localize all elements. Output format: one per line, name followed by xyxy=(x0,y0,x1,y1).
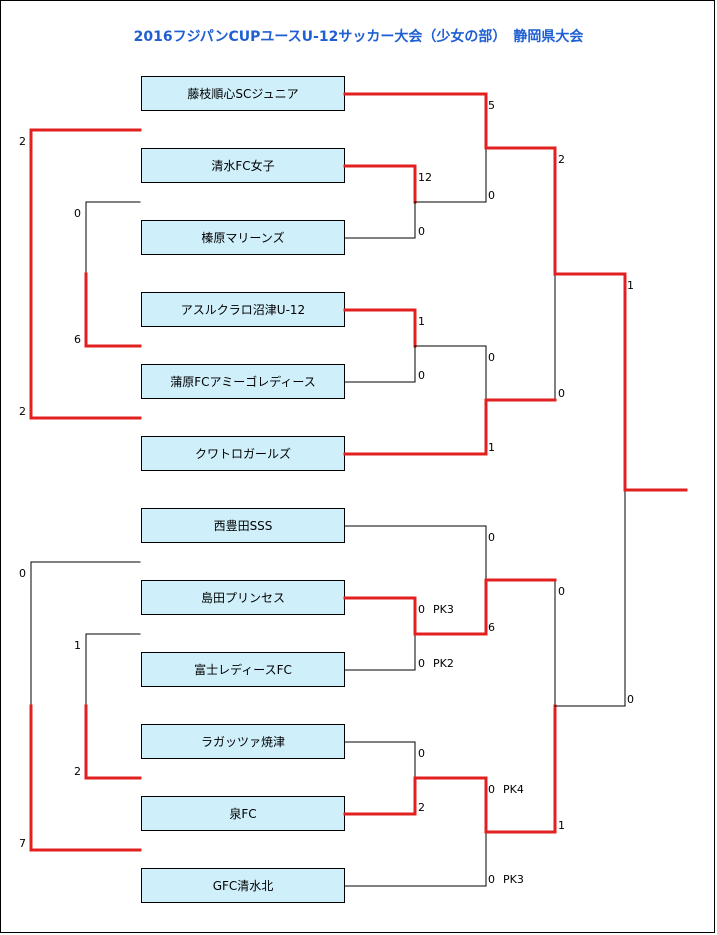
team-box: 藤枝順心SCジュニア xyxy=(141,76,345,111)
score-label: 0 xyxy=(418,747,425,760)
bracket-line-winner xyxy=(343,92,488,150)
team-box: 富士レディースFC xyxy=(141,652,345,687)
score-label: 0 xyxy=(488,873,495,886)
score-label: 0 xyxy=(488,783,495,796)
bracket-line xyxy=(485,273,556,401)
bracket-line xyxy=(344,633,416,671)
team-box: クワトロガールズ xyxy=(141,436,345,471)
team-box: 西豊田SSS xyxy=(141,508,345,543)
score-label: 0 xyxy=(74,207,81,220)
bracket-line xyxy=(554,489,626,707)
team-box: 蒲原FCアミーゴレディース xyxy=(141,364,345,399)
bracket-line xyxy=(485,579,556,707)
bracket-line-winner xyxy=(413,578,488,636)
bracket-line xyxy=(414,147,487,203)
pk-label: PK3 xyxy=(503,873,524,886)
bracket-line xyxy=(344,741,416,779)
bracket-line-winner xyxy=(343,776,417,816)
bracket-line-winner xyxy=(29,704,142,852)
team-box: 島田プリンセス xyxy=(141,580,345,615)
score-label: 0 xyxy=(558,387,565,400)
score-label: 2 xyxy=(418,801,425,814)
score-label: 0 xyxy=(627,693,634,706)
team-box: 榛原マリーンズ xyxy=(141,220,345,255)
score-label: 6 xyxy=(488,621,495,634)
bracket-line-winner xyxy=(484,704,557,834)
bracket-line-winner xyxy=(343,164,417,204)
score-label: 0 xyxy=(418,657,425,670)
bracket-line xyxy=(30,561,141,707)
bracket-line-winner xyxy=(553,272,627,492)
bracket-line-winner xyxy=(84,704,142,780)
score-label: 0 xyxy=(418,225,425,238)
pk-label: PK3 xyxy=(433,603,454,616)
score-label: 1 xyxy=(558,819,565,832)
bracket-line-winner xyxy=(413,776,488,834)
score-label: 1 xyxy=(627,279,634,292)
bracket-line-winner xyxy=(484,146,557,276)
bracket-line-winner xyxy=(29,128,142,420)
score-label: 5 xyxy=(488,99,495,112)
bracket-line-winner xyxy=(343,398,488,456)
bracket-line xyxy=(344,201,416,239)
team-box: 泉FC xyxy=(141,796,345,831)
score-label: 0 xyxy=(558,585,565,598)
score-label: 1 xyxy=(418,315,425,328)
score-label: 0 xyxy=(19,567,26,580)
score-label: 2 xyxy=(19,135,26,148)
bracket-line xyxy=(344,831,487,887)
bracket-line xyxy=(85,201,141,275)
pk-label: PK4 xyxy=(503,783,524,796)
bracket-line xyxy=(344,345,416,383)
score-label: 2 xyxy=(558,153,565,166)
team-box: ラガッツァ焼津 xyxy=(141,724,345,759)
score-label: 0 xyxy=(488,189,495,202)
bracket-line-winner xyxy=(84,272,142,348)
score-label: 0 xyxy=(488,531,495,544)
bracket-line xyxy=(85,633,141,707)
score-label: 0 xyxy=(488,351,495,364)
score-label: 0 xyxy=(418,603,425,616)
score-label: 2 xyxy=(74,765,81,778)
score-label: 0 xyxy=(418,369,425,382)
bracket-line xyxy=(414,345,487,401)
bracket-line-winner xyxy=(343,308,417,348)
pk-label: PK2 xyxy=(433,657,454,670)
bracket-line-winner xyxy=(343,596,417,636)
score-label: 12 xyxy=(418,171,432,184)
page-title: 2016フジパンCUPユースU-12サッカー大会（少女の部） 静岡県大会 xyxy=(133,29,584,45)
score-label: 6 xyxy=(74,333,81,346)
bracket-line xyxy=(344,525,487,581)
score-label: 2 xyxy=(19,405,26,418)
score-label: 1 xyxy=(74,639,81,652)
team-box: GFC清水北 xyxy=(141,868,345,903)
score-label: 1 xyxy=(488,441,495,454)
score-label: 7 xyxy=(19,837,26,850)
